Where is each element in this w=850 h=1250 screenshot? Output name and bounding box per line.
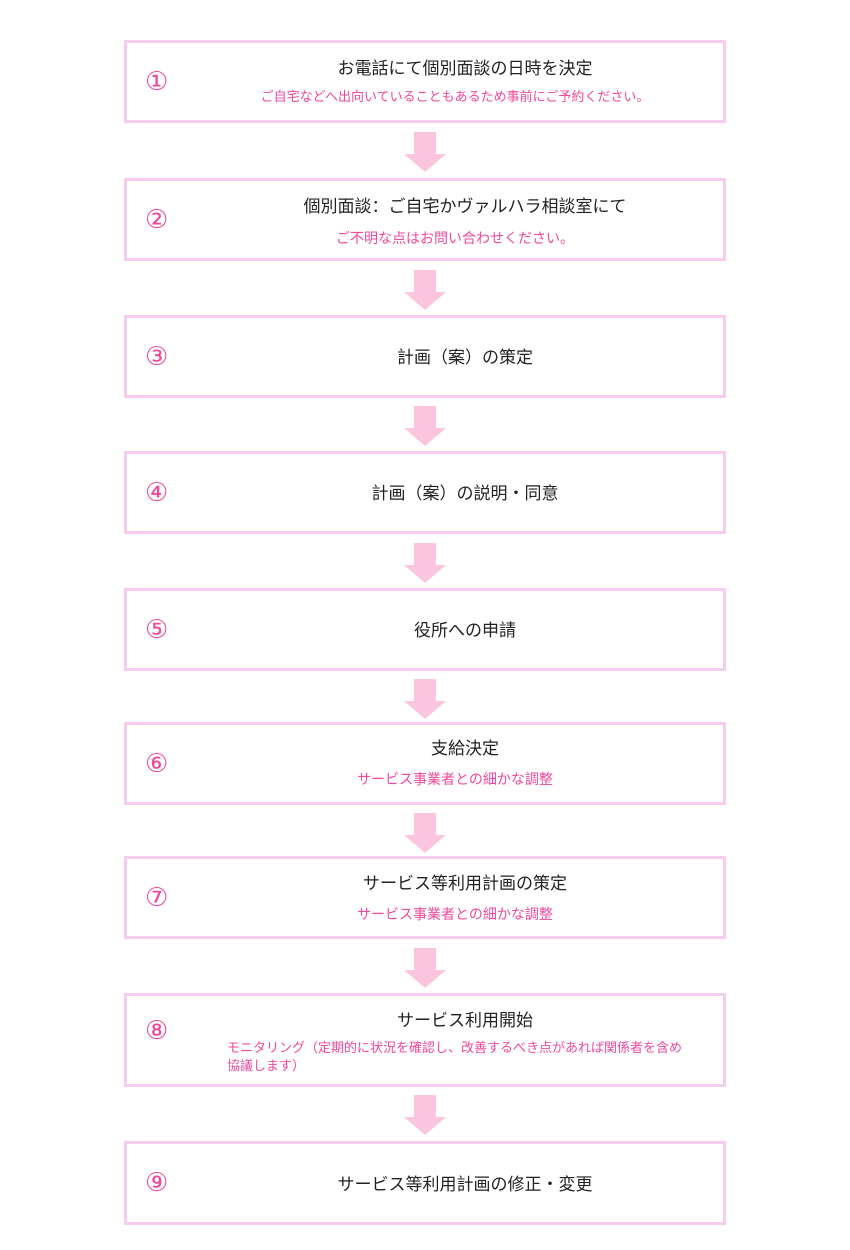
down-arrow-icon — [404, 813, 446, 853]
step-number: ③ — [145, 341, 169, 372]
step-5-box: ⑤ 役所への申請 — [124, 588, 726, 671]
step-note: ご不明な点はお問い合わせください。 — [336, 231, 574, 247]
step-note: モニタリング（定期的に状況を確認し、改善するべき点があれば関係者を含め協議します… — [227, 1041, 683, 1074]
step-title: 計画（案）の説明・同意 — [371, 484, 559, 504]
step-title: サービス利用開始 — [397, 1011, 533, 1031]
step-number: ⑤ — [145, 614, 169, 645]
step-note: サービス事業者との細かな調整 — [357, 907, 553, 923]
down-arrow-icon — [404, 1095, 446, 1135]
step-4-box: ④ 計画（案）の説明・同意 — [124, 451, 726, 534]
step-number: ① — [145, 66, 169, 97]
step-number: ⑦ — [145, 882, 169, 913]
step-8-box: ⑧ サービス利用開始 モニタリング（定期的に状況を確認し、改善するべき点があれば… — [124, 993, 726, 1087]
down-arrow-icon — [404, 543, 446, 583]
step-title: 役所への申請 — [414, 621, 516, 641]
step-number: ⑧ — [145, 1016, 169, 1047]
down-arrow-icon — [404, 948, 446, 988]
step-note: ご自宅などへ出向いていることもあるため事前にご予約ください。 — [260, 90, 650, 105]
step-title: 計画（案）の策定 — [397, 348, 533, 368]
step-title: サービス等利用計画の修正・変更 — [337, 1175, 593, 1195]
step-title: お電話にて個別面談の日時を決定 — [337, 59, 593, 79]
step-9-box: ⑨ サービス等利用計画の修正・変更 — [124, 1141, 726, 1225]
down-arrow-icon — [404, 679, 446, 719]
step-7-box: ⑦ サービス等利用計画の策定 サービス事業者との細かな調整 — [124, 856, 726, 939]
down-arrow-icon — [404, 406, 446, 446]
step-number: ⑥ — [145, 748, 169, 779]
step-title: 支給決定 — [431, 739, 499, 759]
step-6-box: ⑥ 支給決定 サービス事業者との細かな調整 — [124, 722, 726, 805]
step-number: ② — [145, 204, 169, 235]
step-1-box: ① お電話にて個別面談の日時を決定 ご自宅などへ出向いていることもあるため事前に… — [124, 40, 726, 123]
down-arrow-icon — [404, 270, 446, 310]
step-number: ④ — [145, 477, 169, 508]
step-2-box: ② 個別面談：ご自宅かヴァルハラ相談室にて ご不明な点はお問い合わせください。 — [124, 178, 726, 261]
step-note: サービス事業者との細かな調整 — [357, 772, 553, 788]
step-number: ⑨ — [145, 1168, 169, 1198]
step-3-box: ③ 計画（案）の策定 — [124, 315, 726, 398]
step-title: サービス等利用計画の策定 — [363, 874, 567, 894]
down-arrow-icon — [404, 132, 446, 172]
step-title: 個別面談：ご自宅かヴァルハラ相談室にて — [303, 197, 627, 217]
